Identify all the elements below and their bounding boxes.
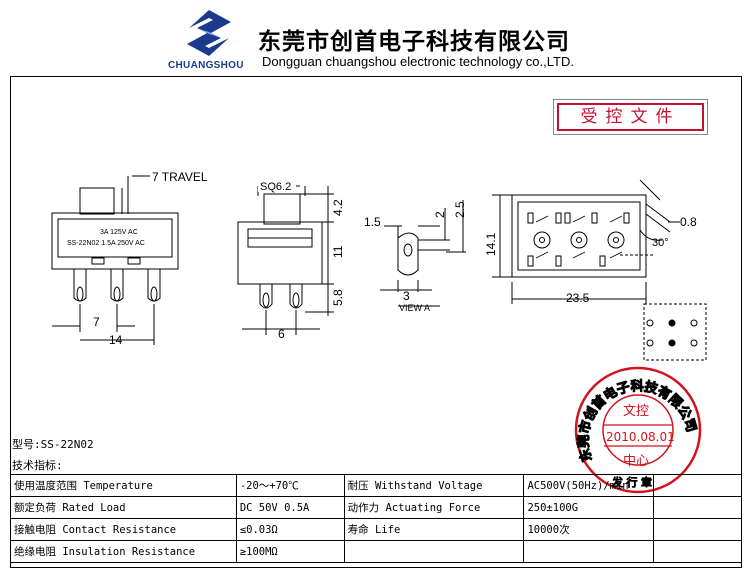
rating-line2: SS-22N02 1.5A 250V AC — [67, 240, 145, 247]
table-cell: -20～+70℃ — [235, 474, 345, 497]
table-cell: 动作力 Actuating Force — [343, 496, 525, 519]
dim-top-height: 14.1 — [484, 232, 498, 256]
dim-va-three: 3 — [403, 289, 410, 303]
company-name-en: Dongguan chuangshou electronic technolog… — [262, 54, 574, 69]
table-cell — [653, 496, 742, 519]
drawing-frame — [10, 76, 742, 568]
table-cell: 绝缘电阻 Insulation Resistance — [10, 540, 237, 563]
table-cell: ≥100MΩ — [235, 540, 345, 563]
table-cell: ≤0.03Ω — [235, 518, 345, 541]
table-cell — [523, 540, 655, 563]
travel-label: 7 TRAVEL — [152, 170, 208, 184]
dim-side-top: 4.2 — [331, 199, 345, 216]
tech-spec-title: 技术指标: — [12, 459, 63, 472]
table-cell: AC500V(50Hz)/min — [523, 474, 655, 497]
table-cell: 耐压 Withstand Voltage — [343, 474, 525, 497]
dim-top-width: 23.5 — [566, 291, 590, 305]
front-view: 3A 125V AC SS-22N02 1.5A 250V AC 7 14 — [51, 175, 179, 347]
view-a: 3 VIEW A 1.5 2 2.5 — [364, 200, 467, 313]
dim-va-two: 2 — [433, 211, 447, 218]
logo-wordmark: CHUANGSHOU — [168, 60, 244, 71]
dim-side-width: 6 — [278, 327, 285, 341]
table-row: 绝缘电阻 Insulation Resistance≥100MΩ — [10, 540, 742, 563]
dim-va-twofive: 2.5 — [453, 201, 467, 218]
company-logo-icon — [187, 10, 231, 56]
dim-front-width: 14 — [109, 333, 123, 347]
controlled-document-label: 受控文件 — [557, 103, 704, 131]
dim-side-bot: 5.8 — [331, 289, 345, 306]
table-cell — [653, 518, 742, 541]
dim-side-mid: 11 — [331, 245, 345, 258]
table-cell — [343, 540, 525, 563]
table-cell: DC 50V 0.5A — [235, 496, 345, 519]
table-cell: 10000次 — [523, 518, 655, 541]
dim-top-angle: 30° — [652, 237, 669, 249]
dim-va-left: 1.5 — [364, 215, 381, 229]
model-number: 型号:SS-22N02 — [12, 438, 94, 451]
table-cell: 寿命 Life — [343, 518, 525, 541]
dim-front-pitch: 7 — [93, 315, 100, 329]
stamp-ring-text: 东莞市创首电子科技有限公司 — [576, 378, 698, 463]
rating-line1: 3A 125V AC — [100, 229, 138, 236]
table-cell: 接触电阻 Contact Resistance — [10, 518, 237, 541]
table-cell — [653, 540, 742, 563]
table-cell — [653, 474, 742, 497]
company-name-cn: 东莞市创首电子科技有限公司 — [258, 28, 570, 55]
table-cell: 250±100G — [523, 496, 655, 519]
view-a-label: VIEW A — [399, 303, 430, 313]
side-view: 6 4.2 11 5.8 — [237, 185, 345, 341]
table-cell: 额定负荷 Rated Load — [10, 496, 237, 519]
controlled-doc-border — [553, 99, 708, 135]
stamp-line3: 中心 — [623, 454, 649, 469]
stamp-date: 2010.08.01 — [606, 430, 675, 444]
dim-top-thick: 0.8 — [680, 215, 697, 229]
stamp-line1: 文控 — [623, 404, 649, 419]
sq-label: SQ6.2 — [260, 181, 291, 193]
pcb-footprint — [643, 303, 707, 361]
table-cell: 使用温度范围 Temperature — [10, 474, 237, 497]
top-view: 14.1 23.5 0.8 30° — [484, 179, 697, 305]
